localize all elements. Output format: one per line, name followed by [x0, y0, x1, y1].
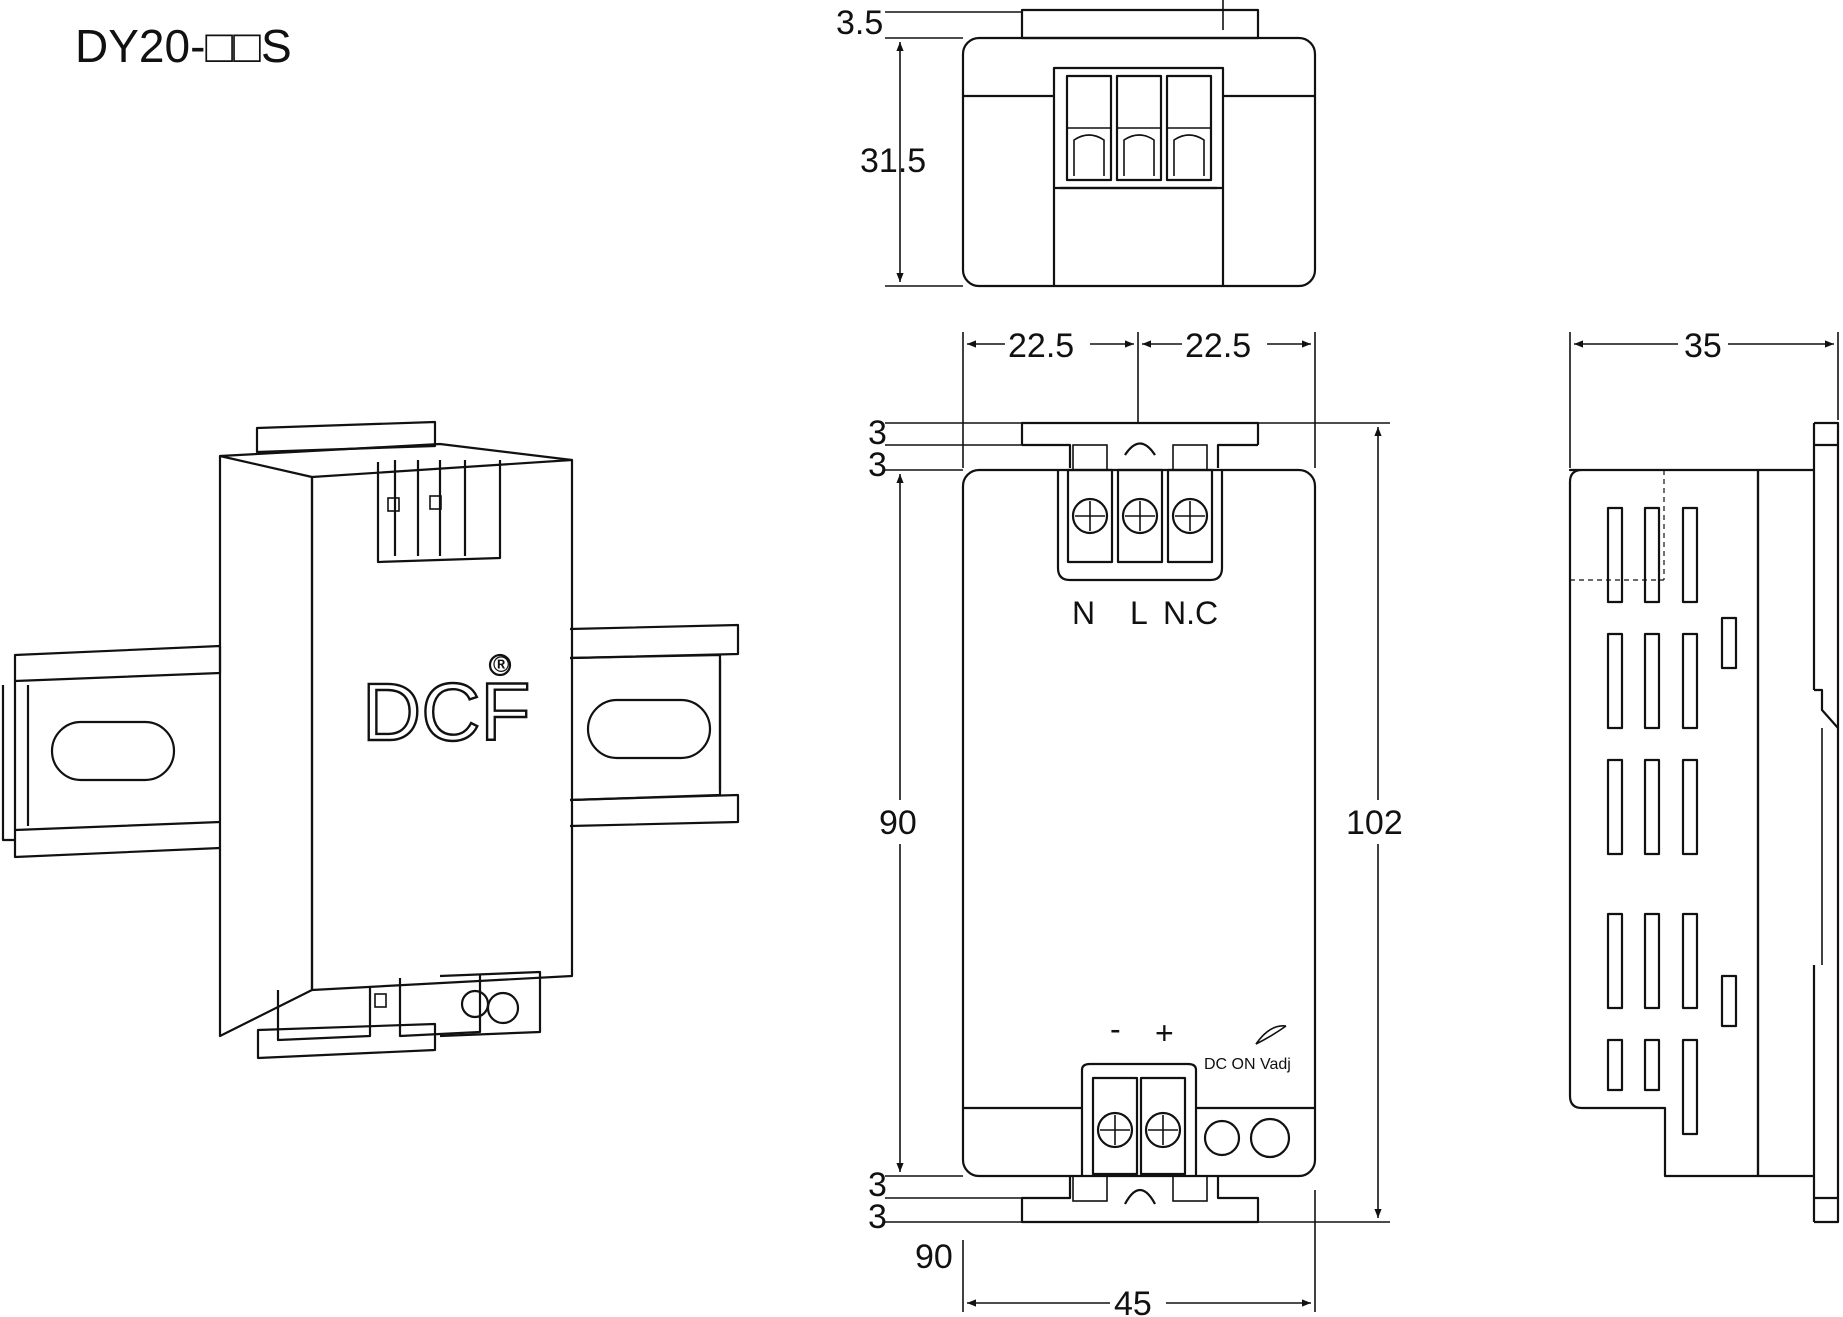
dim-top-body: 31.5	[860, 142, 926, 180]
terminal-label-n: N	[1072, 595, 1095, 631]
terminal-label-nc: N.C	[1163, 595, 1218, 631]
dim-half-width-right: 22.5	[1185, 327, 1251, 365]
dim-bottom-label: 90	[915, 1238, 953, 1276]
dim-total-width: 45	[1114, 1285, 1152, 1317]
terminal-label-plus: +	[1155, 1015, 1174, 1051]
terminal-label-l: L	[1130, 595, 1148, 631]
dim-half-width-left: 22.5	[1008, 327, 1074, 365]
dim-total-height: 102	[1346, 804, 1403, 842]
dim-clip-bottom-1: 3	[868, 1166, 887, 1204]
isometric-view: DCF ®	[1, 420, 740, 1060]
side-view: 35	[1568, 325, 1840, 1224]
dim-side-depth: 35	[1684, 327, 1722, 365]
din-rail	[1, 623, 740, 859]
indicator-label: DC ON Vadj	[1204, 1056, 1291, 1073]
registered-mark-icon: ®	[493, 652, 509, 677]
dim-clip-bottom-2: 3	[868, 1198, 887, 1236]
vent-slots	[1606, 506, 1738, 1136]
dim-clip-top-1: 3	[868, 414, 887, 452]
dim-top-clip: 3.5	[836, 4, 883, 42]
model-title: DY20-□□S	[75, 20, 292, 72]
front-view: N L N.C - + DC ON Vadj 22.5 22.5 3 3 90 …	[868, 325, 1414, 1317]
dim-body-height: 90	[879, 804, 917, 842]
top-view: 3.5 31.5	[836, 0, 1317, 288]
brand-logo: DCF	[362, 667, 531, 758]
dim-clip-top-2: 3	[868, 446, 887, 484]
terminal-label-minus: -	[1110, 1011, 1121, 1047]
